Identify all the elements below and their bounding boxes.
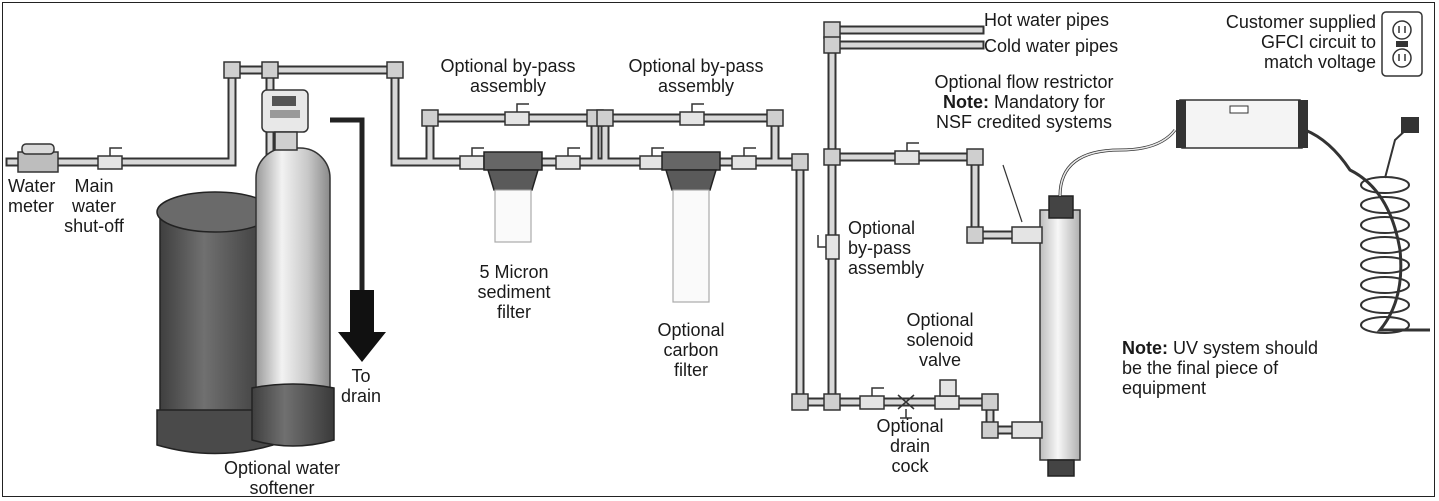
uv-system [1011,129,1177,477]
drain-cock-icon [897,394,915,419]
uv-system-note: Note: UV system should be the final piec… [1122,338,1319,398]
cold-water-pipes-label: Cold water pipes [984,36,1119,56]
carbon-filter [661,151,721,303]
brine-tank [156,191,274,455]
drain-line [330,117,386,362]
sediment-filter [483,151,543,243]
uv-controller [1176,99,1430,332]
pipe-fittings [223,21,999,439]
gfci-outlet-icon [1381,11,1423,77]
flow-restrictor-label: Optional flow restrictor Note: Mandatory… [934,72,1114,132]
valves [97,103,920,410]
flow-restrictor-pointer [1002,164,1023,223]
pipe-network [5,25,1020,435]
solenoid-valve-icon [934,379,960,410]
hot-water-pipes-label: Hot water pipes [984,10,1110,30]
power-cord-coil [1360,117,1419,334]
mineral-tank [251,89,335,447]
water-meter [17,143,59,173]
